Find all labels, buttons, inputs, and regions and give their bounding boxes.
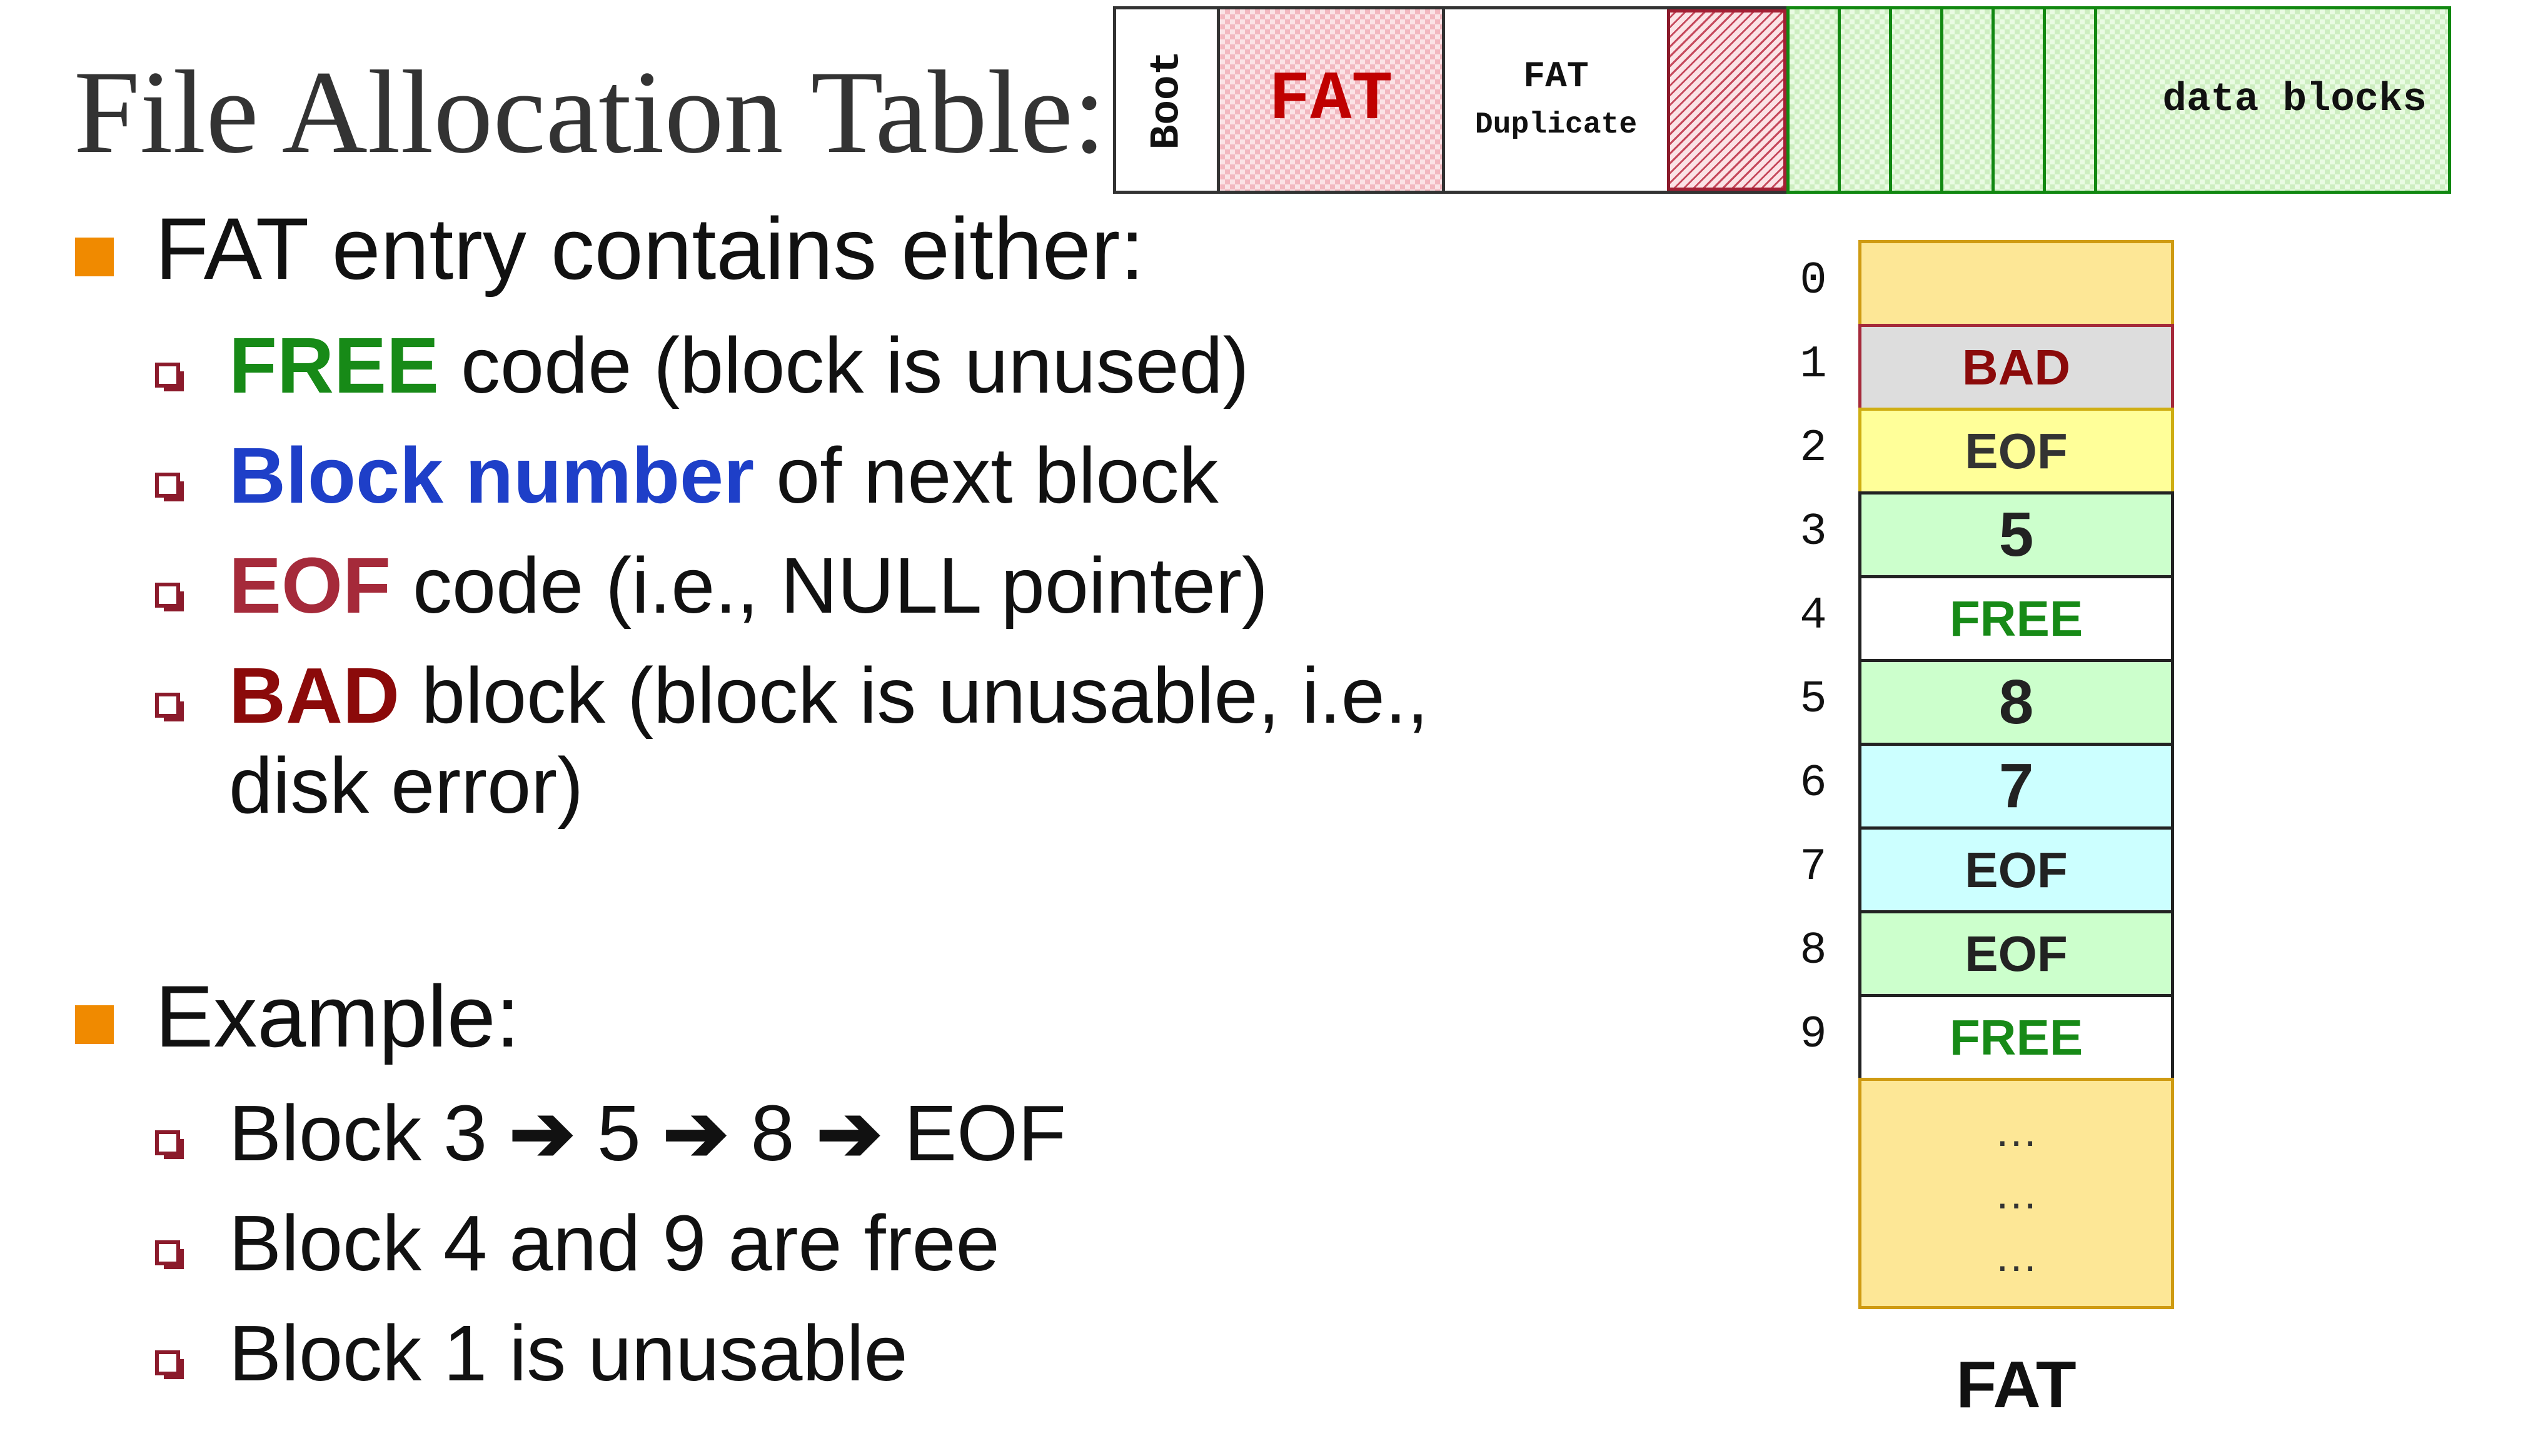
subbullet-box-icon	[155, 693, 184, 721]
chain-block-8: 8	[728, 1089, 817, 1177]
subbullet-box-icon	[155, 473, 184, 501]
fat-entry-0	[1858, 240, 2174, 327]
fat-index-5: 5	[1800, 674, 1827, 725]
fat-duplicate-label-line1: FAT	[1523, 57, 1589, 98]
fat-index-8: 8	[1800, 925, 1827, 977]
subbullet-box-icon	[155, 1130, 184, 1159]
fat-index-4: 4	[1800, 590, 1827, 641]
subbullet-text: Block 4 and 9 are free	[229, 1199, 1000, 1287]
subbullet-text: disk error)	[229, 741, 584, 830]
keyword-block-number: Block number	[229, 431, 755, 520]
fat-index-1: 1	[1800, 339, 1827, 390]
fat-segment: FAT	[1220, 9, 1445, 191]
fat-entry-ellipsis: … … …	[1858, 1078, 2174, 1309]
subbullet-box-icon	[155, 1240, 184, 1269]
bullet-square-icon	[75, 238, 114, 276]
subbullet-box-icon	[155, 583, 184, 611]
fat-label: FAT	[1269, 61, 1393, 139]
fat-index-0: 0	[1800, 255, 1827, 306]
reserved-hatched-segment	[1670, 9, 1786, 191]
boot-label: Boot	[1143, 50, 1190, 150]
data-block-cell	[1892, 9, 1943, 191]
fat-table-caption: FAT	[1956, 1348, 2077, 1422]
bullet-text: FAT entry contains either:	[155, 199, 1145, 298]
fat-table: BAD EOF 5 FREE 8 7 EOF EOF FREE … … …	[1858, 240, 2174, 1309]
fat-entry-8: EOF	[1858, 910, 2174, 997]
fat-entry-1: BAD	[1858, 324, 2174, 411]
fat-index-6: 6	[1800, 758, 1827, 809]
arrow-right-icon: ➔	[662, 1089, 729, 1177]
keyword-eof: EOF	[229, 541, 391, 630]
slide-title: File Allocation Table:	[74, 47, 1106, 178]
ellipsis-text: …	[1994, 1169, 2038, 1218]
data-block-cell	[1841, 9, 1892, 191]
fat-duplicate-label-line2: Duplicate	[1474, 108, 1638, 142]
chain-prefix: Block 3	[229, 1089, 510, 1177]
subbullet-text: block (block is unusable, i.e.,	[399, 651, 1429, 740]
boot-segment: Boot	[1116, 9, 1220, 191]
arrow-right-icon: ➔	[816, 1089, 883, 1177]
data-block-cell	[2046, 9, 2097, 191]
data-block-cell	[1790, 9, 1841, 191]
data-blocks-segment: data blocks	[1786, 6, 2451, 194]
subbullet-box-icon	[155, 363, 184, 391]
fat-entry-6: 7	[1858, 743, 2174, 830]
chain-block-5: 5	[575, 1089, 663, 1177]
fat-entry-5: 8	[1858, 659, 2174, 746]
fat-entry-4: FREE	[1858, 575, 2174, 662]
data-block-cell	[1943, 9, 1995, 191]
fat-duplicate-segment: FAT Duplicate	[1445, 9, 1670, 191]
arrow-right-icon: ➔	[509, 1089, 575, 1177]
data-blocks-label: data blocks	[2162, 78, 2427, 123]
fat-index-2: 2	[1800, 423, 1827, 474]
subbullet-text: code (i.e., NULL pointer)	[391, 541, 1268, 630]
ellipsis-text: …	[1994, 1107, 2038, 1155]
bullet-square-icon	[75, 1005, 114, 1044]
subbullet-box-icon	[155, 1350, 184, 1379]
subbullet-text: code (block is unused)	[439, 321, 1249, 409]
keyword-free: FREE	[229, 321, 440, 409]
chain-end: EOF	[882, 1089, 1067, 1177]
subbullet-text: of next block	[754, 431, 1219, 520]
fat-entry-7: EOF	[1858, 826, 2174, 913]
bullet-text: Example:	[155, 967, 520, 1065]
data-block-cell	[1995, 9, 2046, 191]
fat-index-3: 3	[1800, 506, 1827, 558]
ellipsis-text: …	[1994, 1232, 2038, 1280]
fat-entry-3: 5	[1858, 491, 2174, 578]
fat-entry-9: FREE	[1858, 994, 2174, 1081]
fat-entry-2: EOF	[1858, 408, 2174, 495]
keyword-bad: BAD	[229, 651, 400, 740]
data-block-cells	[1790, 9, 2097, 191]
fat-index-7: 7	[1800, 841, 1827, 893]
fat-index-9: 9	[1800, 1009, 1827, 1060]
subbullet-text: Block 1 is unusable	[229, 1309, 908, 1397]
disk-layout-strip: Boot FAT FAT Duplicate data blocks	[1113, 6, 2451, 194]
